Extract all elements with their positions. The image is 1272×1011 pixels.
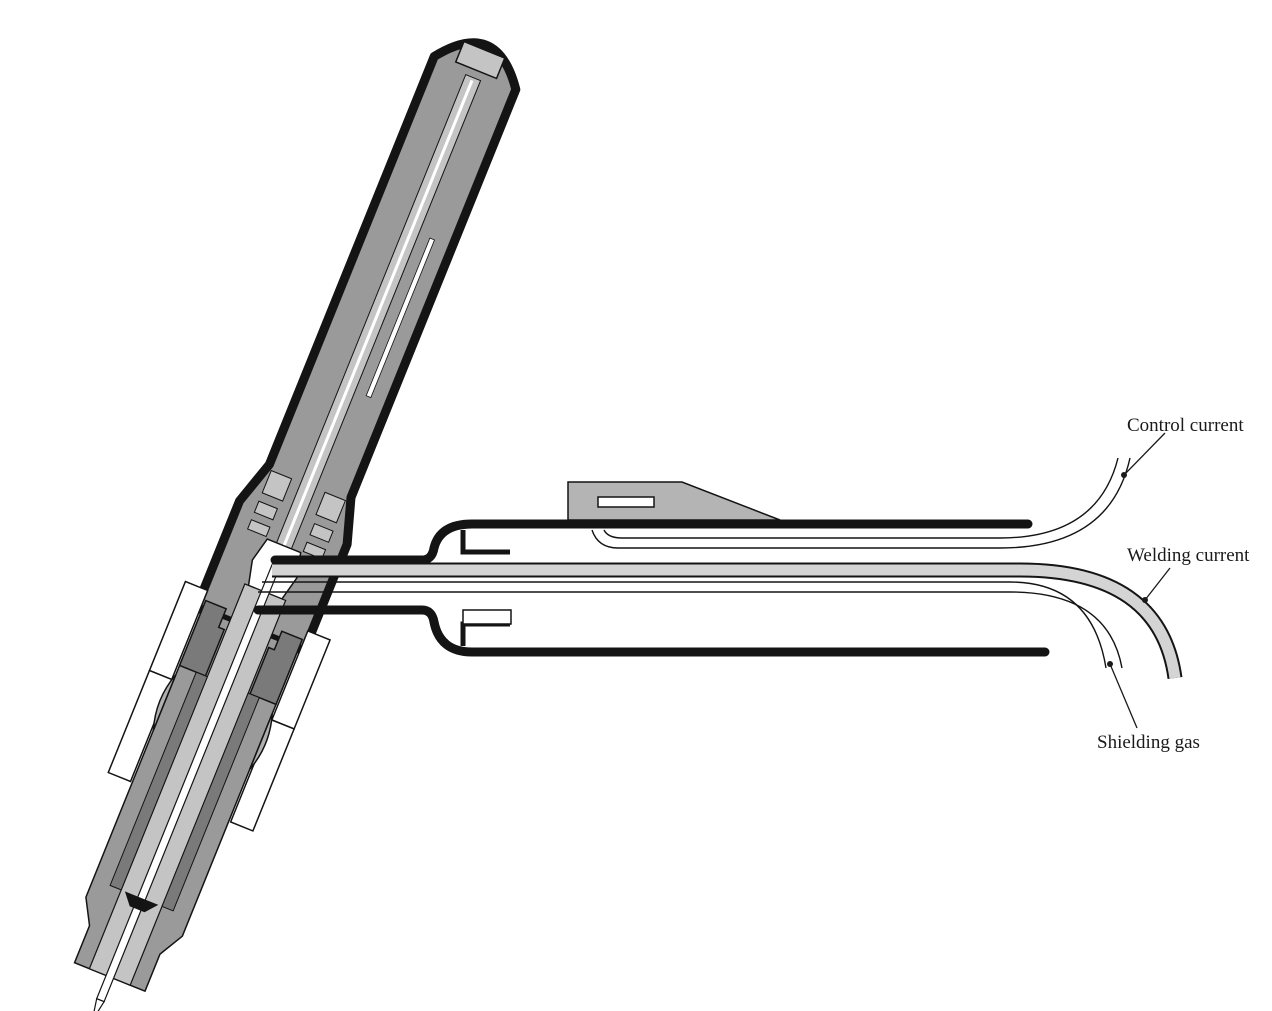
collet-body-right [161, 692, 260, 912]
cup-shoulder [152, 674, 273, 770]
flange-lower-box [462, 609, 512, 625]
leader-welding-current [1144, 567, 1171, 601]
shielding-gas-tube-outer [258, 591, 1123, 669]
flange-upper [460, 530, 510, 555]
trigger-switch-slot [597, 496, 655, 508]
electrode-tip [91, 997, 106, 1011]
housing-lower-wall [253, 605, 1050, 657]
threaded-coupling-left [178, 599, 228, 677]
cable-housing [253, 481, 1050, 657]
welding-current-cable-fill [272, 564, 1181, 679]
leader-dot-welding-current [1142, 597, 1148, 603]
control-current-cable-inner [603, 457, 1119, 539]
trigger-switch [567, 481, 781, 521]
label-control-current: Control current [1121, 415, 1244, 478]
leader-control-current [1123, 432, 1166, 476]
head-block-left-3 [246, 519, 271, 538]
collar-left-lower [107, 669, 173, 783]
cables [258, 457, 1183, 680]
handle-switch-slot [365, 237, 436, 399]
shielding-gas-tube-inner [262, 581, 1107, 669]
control-current-cable-outer [591, 457, 1131, 549]
collet-body-left [109, 671, 209, 891]
head-block-right-1 [315, 491, 347, 524]
leader-dot-control-current [1121, 472, 1127, 478]
shielding-gas-label: Shielding gas [1097, 732, 1200, 753]
housing-upper-wall [270, 519, 1033, 565]
torch-body [73, 38, 521, 1011]
head-block-right-3 [302, 541, 327, 560]
handle-inner-line-white [260, 79, 474, 603]
flange-lower [460, 621, 510, 646]
control-current-label: Control current [1127, 415, 1244, 436]
welding-current-label: Welding current [1127, 545, 1250, 566]
leader-shielding-gas [1109, 663, 1138, 729]
threaded-coupling-right [249, 630, 304, 706]
leader-dot-shielding-gas [1107, 661, 1113, 667]
label-welding-current: Welding current [1127, 545, 1250, 603]
head-block-right-2 [309, 522, 334, 543]
head-block-left-2 [253, 500, 279, 521]
label-shielding-gas: Shielding gas [1097, 661, 1200, 753]
collet-tip [124, 891, 159, 913]
welding-current-cable [272, 562, 1183, 680]
head-block-left-1 [261, 469, 293, 502]
handle-end-cap [454, 40, 506, 80]
collar-right-lower [229, 718, 296, 832]
